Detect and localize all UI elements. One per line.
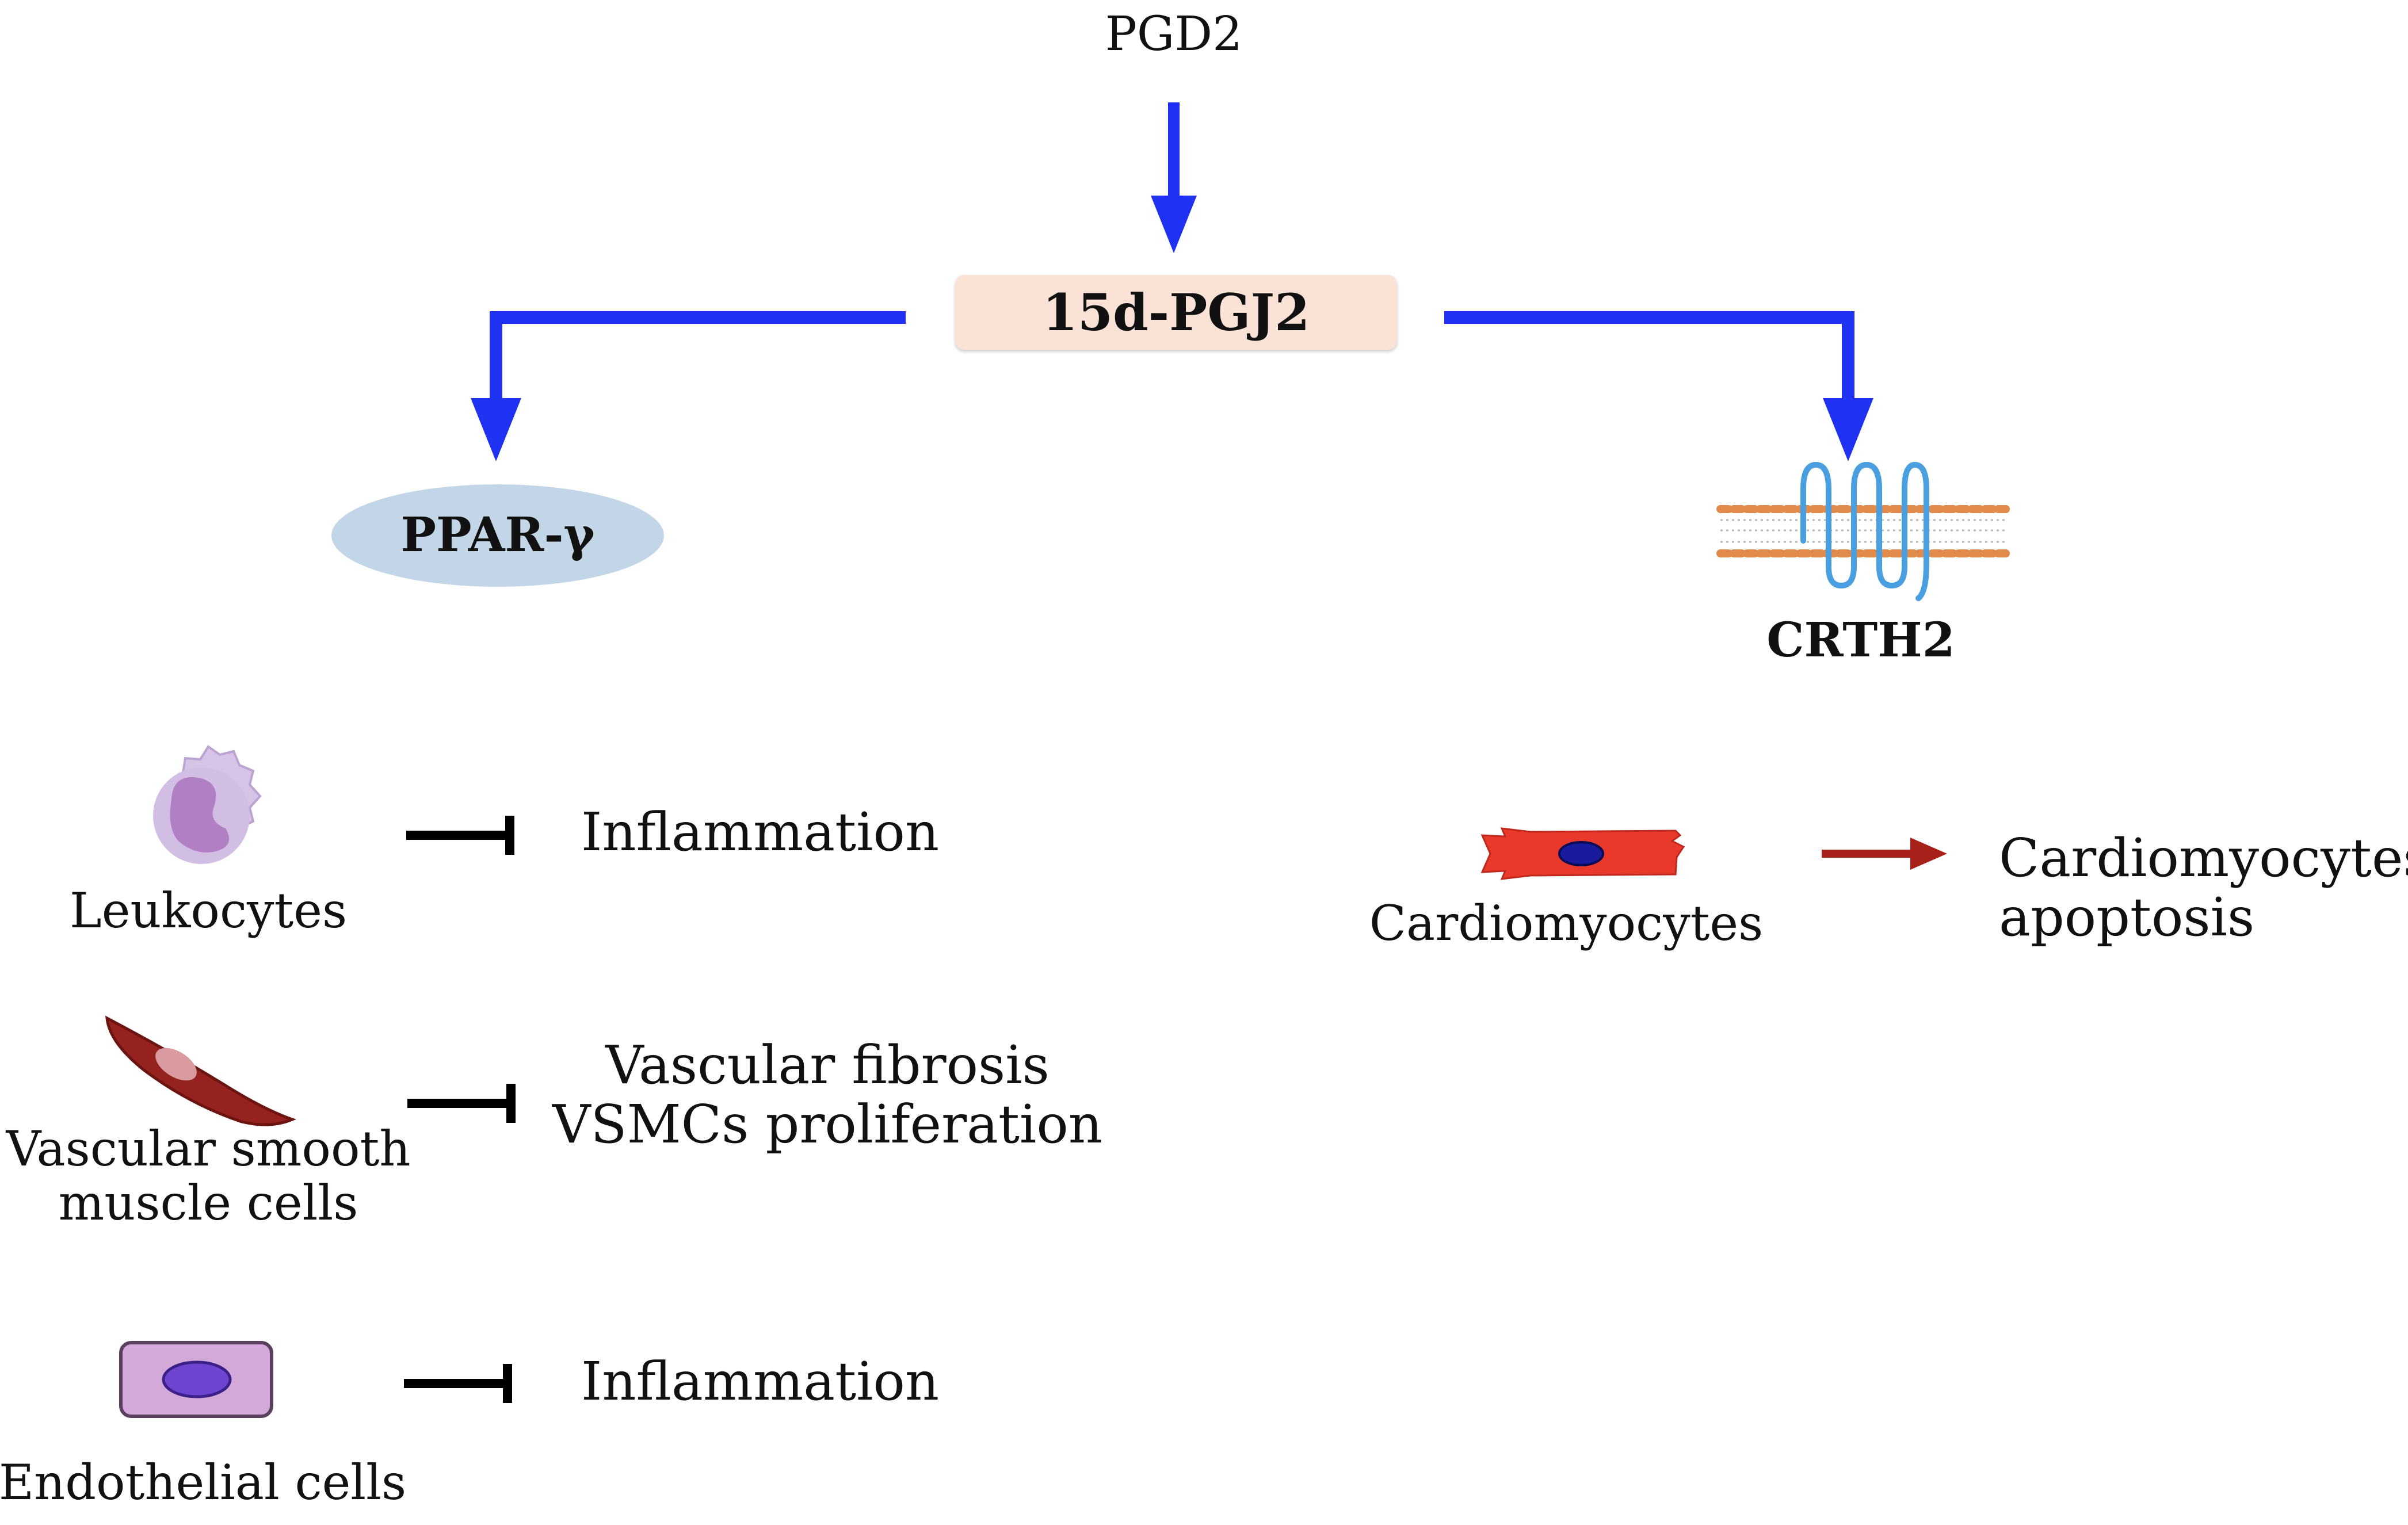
vsmc-effect-line-2: VSMCs proliferation xyxy=(552,1094,1102,1156)
endothelial-effect: Inflammation xyxy=(581,1351,940,1412)
inhibition-symbol-vsmc xyxy=(407,1084,516,1123)
cardiomyocytes-effect: Cardiomyocytes apoptosis xyxy=(1999,828,2408,947)
cardiomyocytes-effect-line-1: Cardiomyocytes xyxy=(1999,827,2408,889)
endothelial-cells-label: Endothelial cells xyxy=(0,1454,407,1511)
ppar-gamma-ellipse: PPAR-γ xyxy=(331,484,664,587)
pgd2-label: PGD2 xyxy=(1105,7,1243,62)
ppar-gamma-label: PPAR-γ xyxy=(400,507,595,563)
vsmc-label-line-2: muscle cells xyxy=(58,1175,358,1232)
leukocytes-label: Leukocytes xyxy=(69,882,348,939)
vsmc-effect: Vascular fibrosis VSMCs proliferation xyxy=(552,1035,1102,1154)
endothelial-cell-icon xyxy=(119,1341,273,1418)
vsmc-label-line-1: Vascular smooth xyxy=(6,1121,411,1177)
crth2-label: CRTH2 xyxy=(1766,613,1955,668)
arrow-to-ppar xyxy=(471,311,906,461)
cardiomyocytes-effect-line-2: apoptosis xyxy=(1999,886,2255,949)
vsmc-label: Vascular smooth muscle cells xyxy=(6,1122,411,1230)
leukocytes-effect: Inflammation xyxy=(581,801,940,863)
crth2-receptor-icon xyxy=(1716,461,2010,601)
vsmc-icon xyxy=(105,1015,296,1126)
15d-pgj2-box: 15d-PGJ2 xyxy=(955,275,1397,350)
arrow-to-crth2 xyxy=(1444,311,1873,461)
cardiomyocytes-label: Cardiomyocytes xyxy=(1369,895,1764,951)
leukocyte-icon xyxy=(153,745,262,864)
inhibition-symbol-endothelial xyxy=(404,1364,512,1403)
vsmc-effect-line-1: Vascular fibrosis xyxy=(605,1034,1050,1096)
activation-arrow-cardiomyocytes xyxy=(1822,838,1947,870)
inhibition-symbol-leukocytes xyxy=(406,816,514,855)
15d-pgj2-label: 15d-PGJ2 xyxy=(1042,282,1310,342)
cardiomyocyte-icon xyxy=(1480,827,1685,880)
